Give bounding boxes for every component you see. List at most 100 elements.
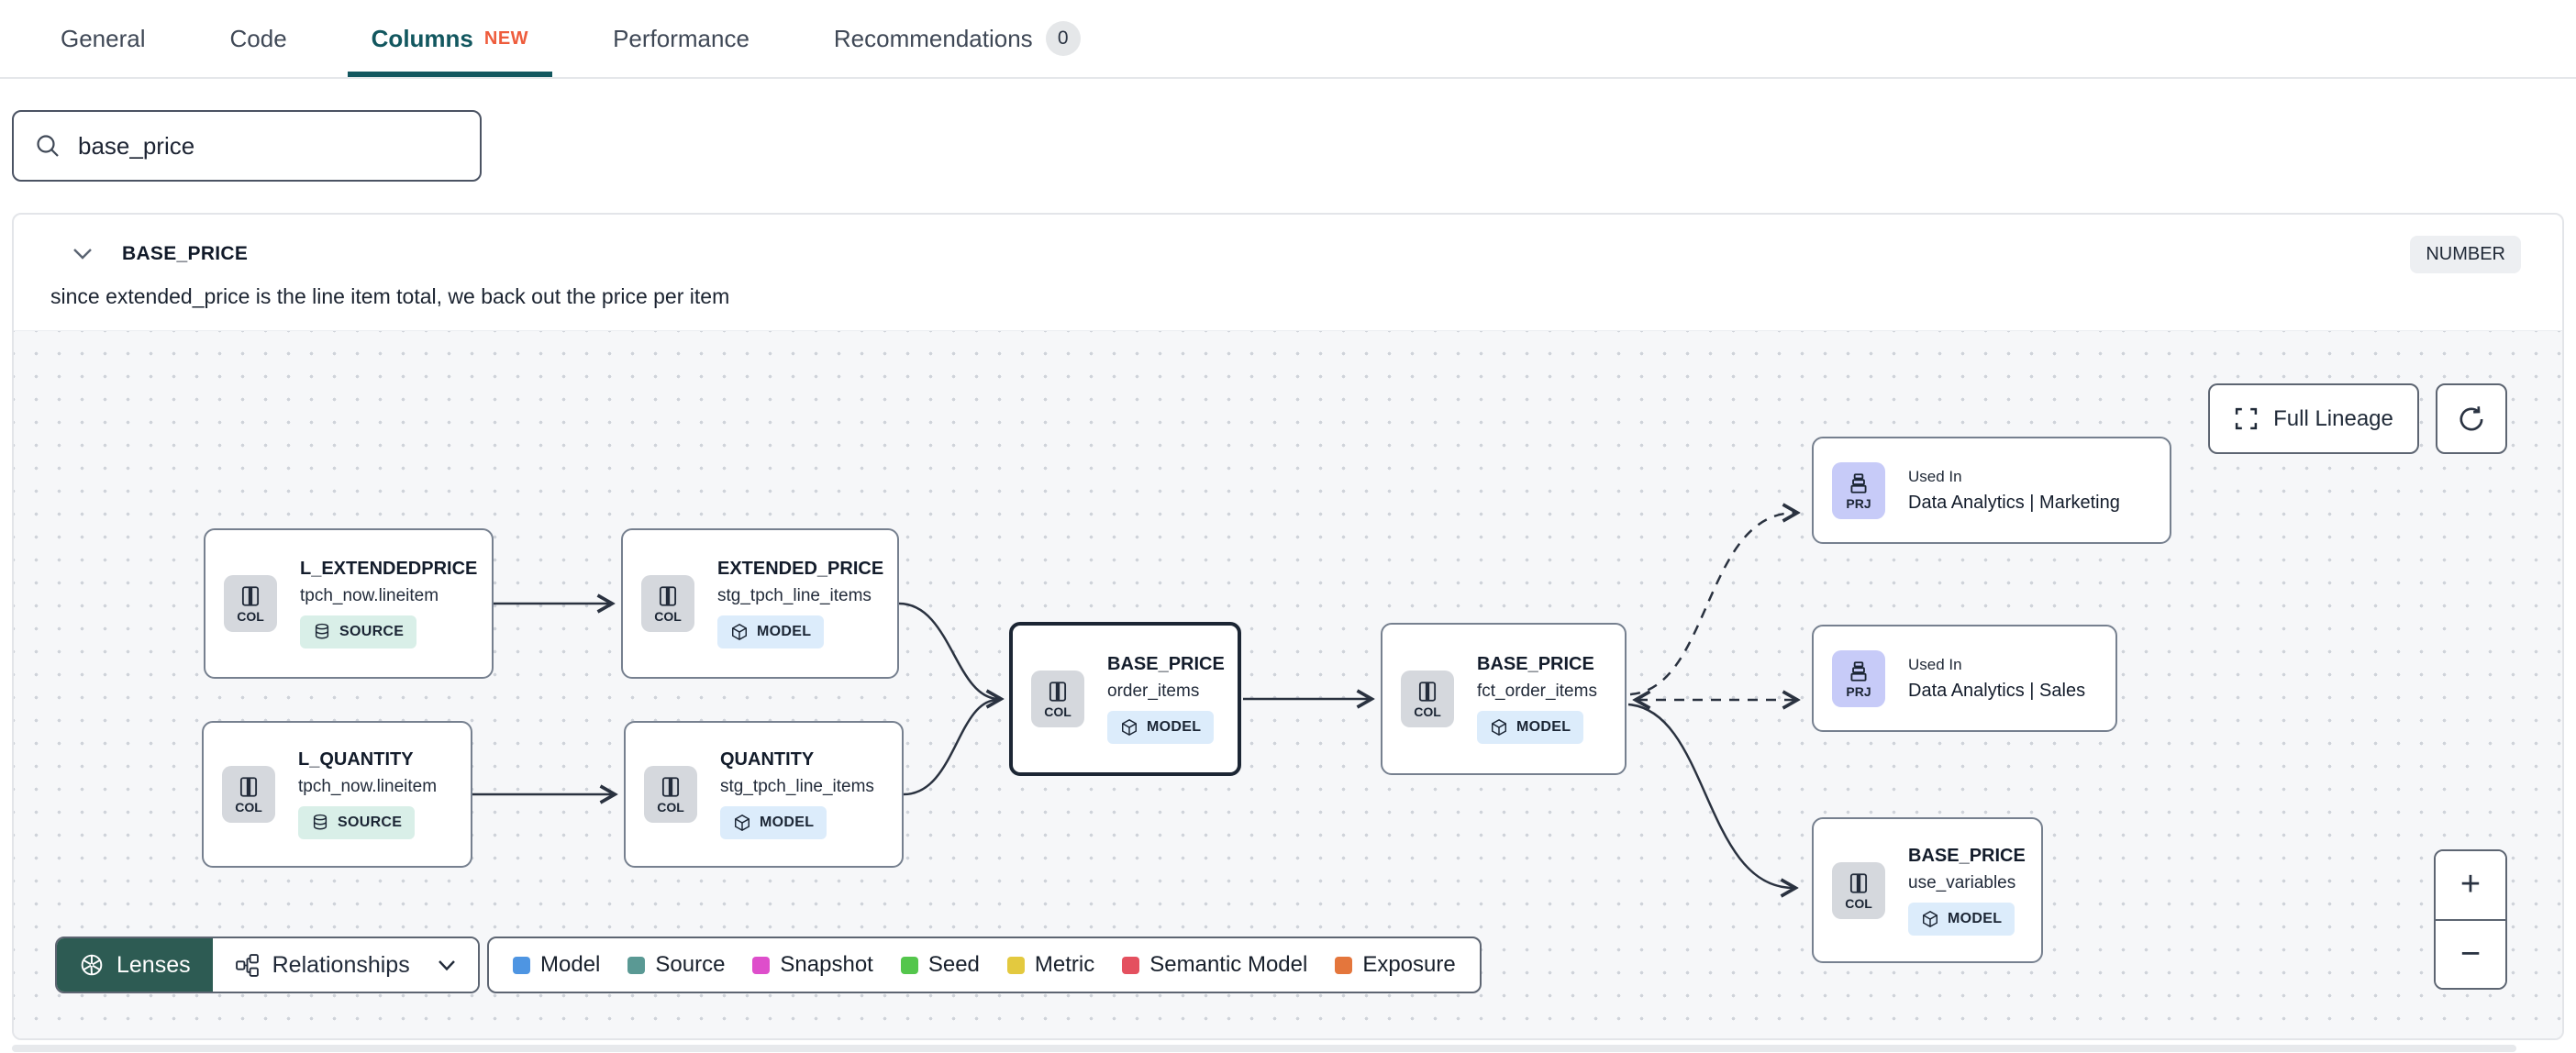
refresh-icon [2459,405,2483,430]
model-badge: MODEL [1477,711,1584,744]
columns-icon [241,586,260,606]
columns-icon [1049,682,1067,702]
zoom-out-button[interactable]: − [2436,920,2505,988]
legend-swatch [1006,956,1025,974]
horizontal-scrollbar[interactable] [12,1045,2516,1052]
node-subtitle: stg_tpch_line_items [720,777,874,796]
column-description: since extended_price is the line item to… [50,284,730,308]
legend-item-snapshot: Snapshot [752,952,873,978]
node-subtitle: order_items [1107,682,1200,701]
tab-general[interactable]: General [61,24,146,52]
lineage-node-base-price-use-variables[interactable]: COL BASE_PRICE use_variables MODEL [1812,817,2043,963]
node-title: Data Analytics | Sales [1908,680,2086,701]
node-title: BASE_PRICE [1107,654,1225,674]
model-badge: MODEL [717,615,825,648]
legend-swatch [752,956,771,974]
lineage-node-l-quantity[interactable]: COL L_QUANTITY tpch_now.lineitem SOURCE [202,721,472,868]
columns-icon [1418,682,1437,702]
tab-columns[interactable]: Columns NEW [348,0,552,77]
source-badge: SOURCE [300,615,417,648]
cube-icon [1122,718,1137,737]
node-title: L_EXTENDEDPRICE [300,559,478,579]
column-chip: COL [1401,671,1454,727]
edge-fct-to-marketing [1629,513,1795,696]
lineage-edges [472,331,2562,1039]
node-subtitle: tpch_now.lineitem [300,586,439,605]
tab-recommendations[interactable]: Recommendations 0 [810,0,1105,77]
node-subtitle: use_variables [1908,872,2016,892]
columns-icon [661,777,680,797]
database-icon [315,623,329,639]
stack-icon [1850,660,1867,682]
aperture-icon [81,954,103,976]
relationships-dropdown[interactable]: Relationships [212,938,478,992]
lineage-canvas[interactable]: COL L_EXTENDEDPRICE tpch_now.lineitem SO… [14,330,2562,1038]
columns-icon [239,777,258,797]
tab-code[interactable]: Code [229,24,287,52]
search-box[interactable] [12,110,482,182]
tab-performance[interactable]: Performance [613,24,749,52]
cube-icon [1923,910,1938,927]
search-row [0,79,2576,182]
lineage-node-exposure-marketing[interactable]: PRJ Used In Data Analytics | Marketing [1812,437,2171,544]
project-chip: PRJ [1832,649,1885,707]
lineage-node-extended-price[interactable]: COL EXTENDED_PRICE stg_tpch_line_items M… [621,528,899,679]
edge-ext-to-baseprice [898,602,999,699]
column-chip: COL [641,575,694,632]
columns-icon [1849,872,1868,893]
legend-swatch [1122,956,1140,974]
node-title: BASE_PRICE [1908,845,2026,866]
node-title: EXTENDED_PRICE [717,559,884,579]
lineage-legend: Model Source Snapshot Seed Metric Semant… [487,937,1482,993]
column-panel: BASE_PRICE NUMBER since extended_price i… [12,213,2564,1040]
lineage-node-base-price-fct-order-items[interactable]: COL BASE_PRICE fct_order_items MODEL [1381,623,1627,775]
lineage-node-exposure-sales[interactable]: PRJ Used In Data Analytics | Sales [1812,625,2117,732]
legend-item-source: Source [627,952,725,978]
full-lineage-button[interactable]: Full Lineage [2208,383,2419,454]
legend-item-metric: Metric [1006,952,1094,978]
legend-swatch [900,956,918,974]
data-type-badge: NUMBER [2410,235,2521,273]
used-in-label: Used In [1908,655,1962,673]
node-title: BASE_PRICE [1477,654,1594,674]
legend-swatch [513,956,530,974]
lineage-node-quantity[interactable]: COL QUANTITY stg_tpch_line_items MODEL [624,721,904,868]
recommendations-count-badge: 0 [1045,21,1081,56]
model-badge: MODEL [1908,902,2015,936]
cube-icon [1492,718,1506,737]
zoom-in-button[interactable]: + [2436,851,2505,921]
edge-fct-to-usevariables [1627,703,1793,888]
stack-icon [1850,472,1867,493]
legend-item-exposure: Exposure [1335,952,1456,978]
edge-qty-to-baseprice [903,698,998,796]
model-badge: MODEL [720,806,827,839]
node-title: L_QUANTITY [298,749,414,770]
column-chip: COL [1031,671,1084,727]
source-badge: SOURCE [298,806,416,839]
search-input[interactable] [78,131,460,161]
column-chip: COL [222,766,275,823]
node-subtitle: tpch_now.lineitem [298,777,438,796]
tab-bar: General Code Columns NEW Performance Rec… [0,0,2576,79]
chevron-down-icon [438,959,455,970]
legend-swatch [1335,956,1353,974]
legend-item-model: Model [513,952,600,978]
zoom-control: + − [2434,849,2507,990]
column-chip: COL [224,575,277,632]
fullscreen-icon [2235,407,2258,430]
column-title: BASE_PRICE [122,243,249,264]
column-panel-header: BASE_PRICE NUMBER [14,215,2562,284]
node-subtitle: stg_tpch_line_items [717,586,872,605]
cube-icon [735,814,749,832]
collapse-chevron-down-icon[interactable] [67,238,98,270]
legend-swatch [627,956,646,974]
legend-item-seed: Seed [900,952,980,978]
column-chip: COL [644,766,697,823]
lenses-group: Lenses Relationships [55,937,480,993]
relationships-icon [235,953,259,977]
lenses-button[interactable]: Lenses [57,938,213,992]
cube-icon [732,623,747,641]
lineage-node-base-price-order-items[interactable]: COL BASE_PRICE order_items MODEL [1009,622,1241,776]
refresh-button[interactable] [2436,383,2507,454]
lineage-node-l-extendedprice[interactable]: COL L_EXTENDEDPRICE tpch_now.lineitem SO… [204,528,494,679]
